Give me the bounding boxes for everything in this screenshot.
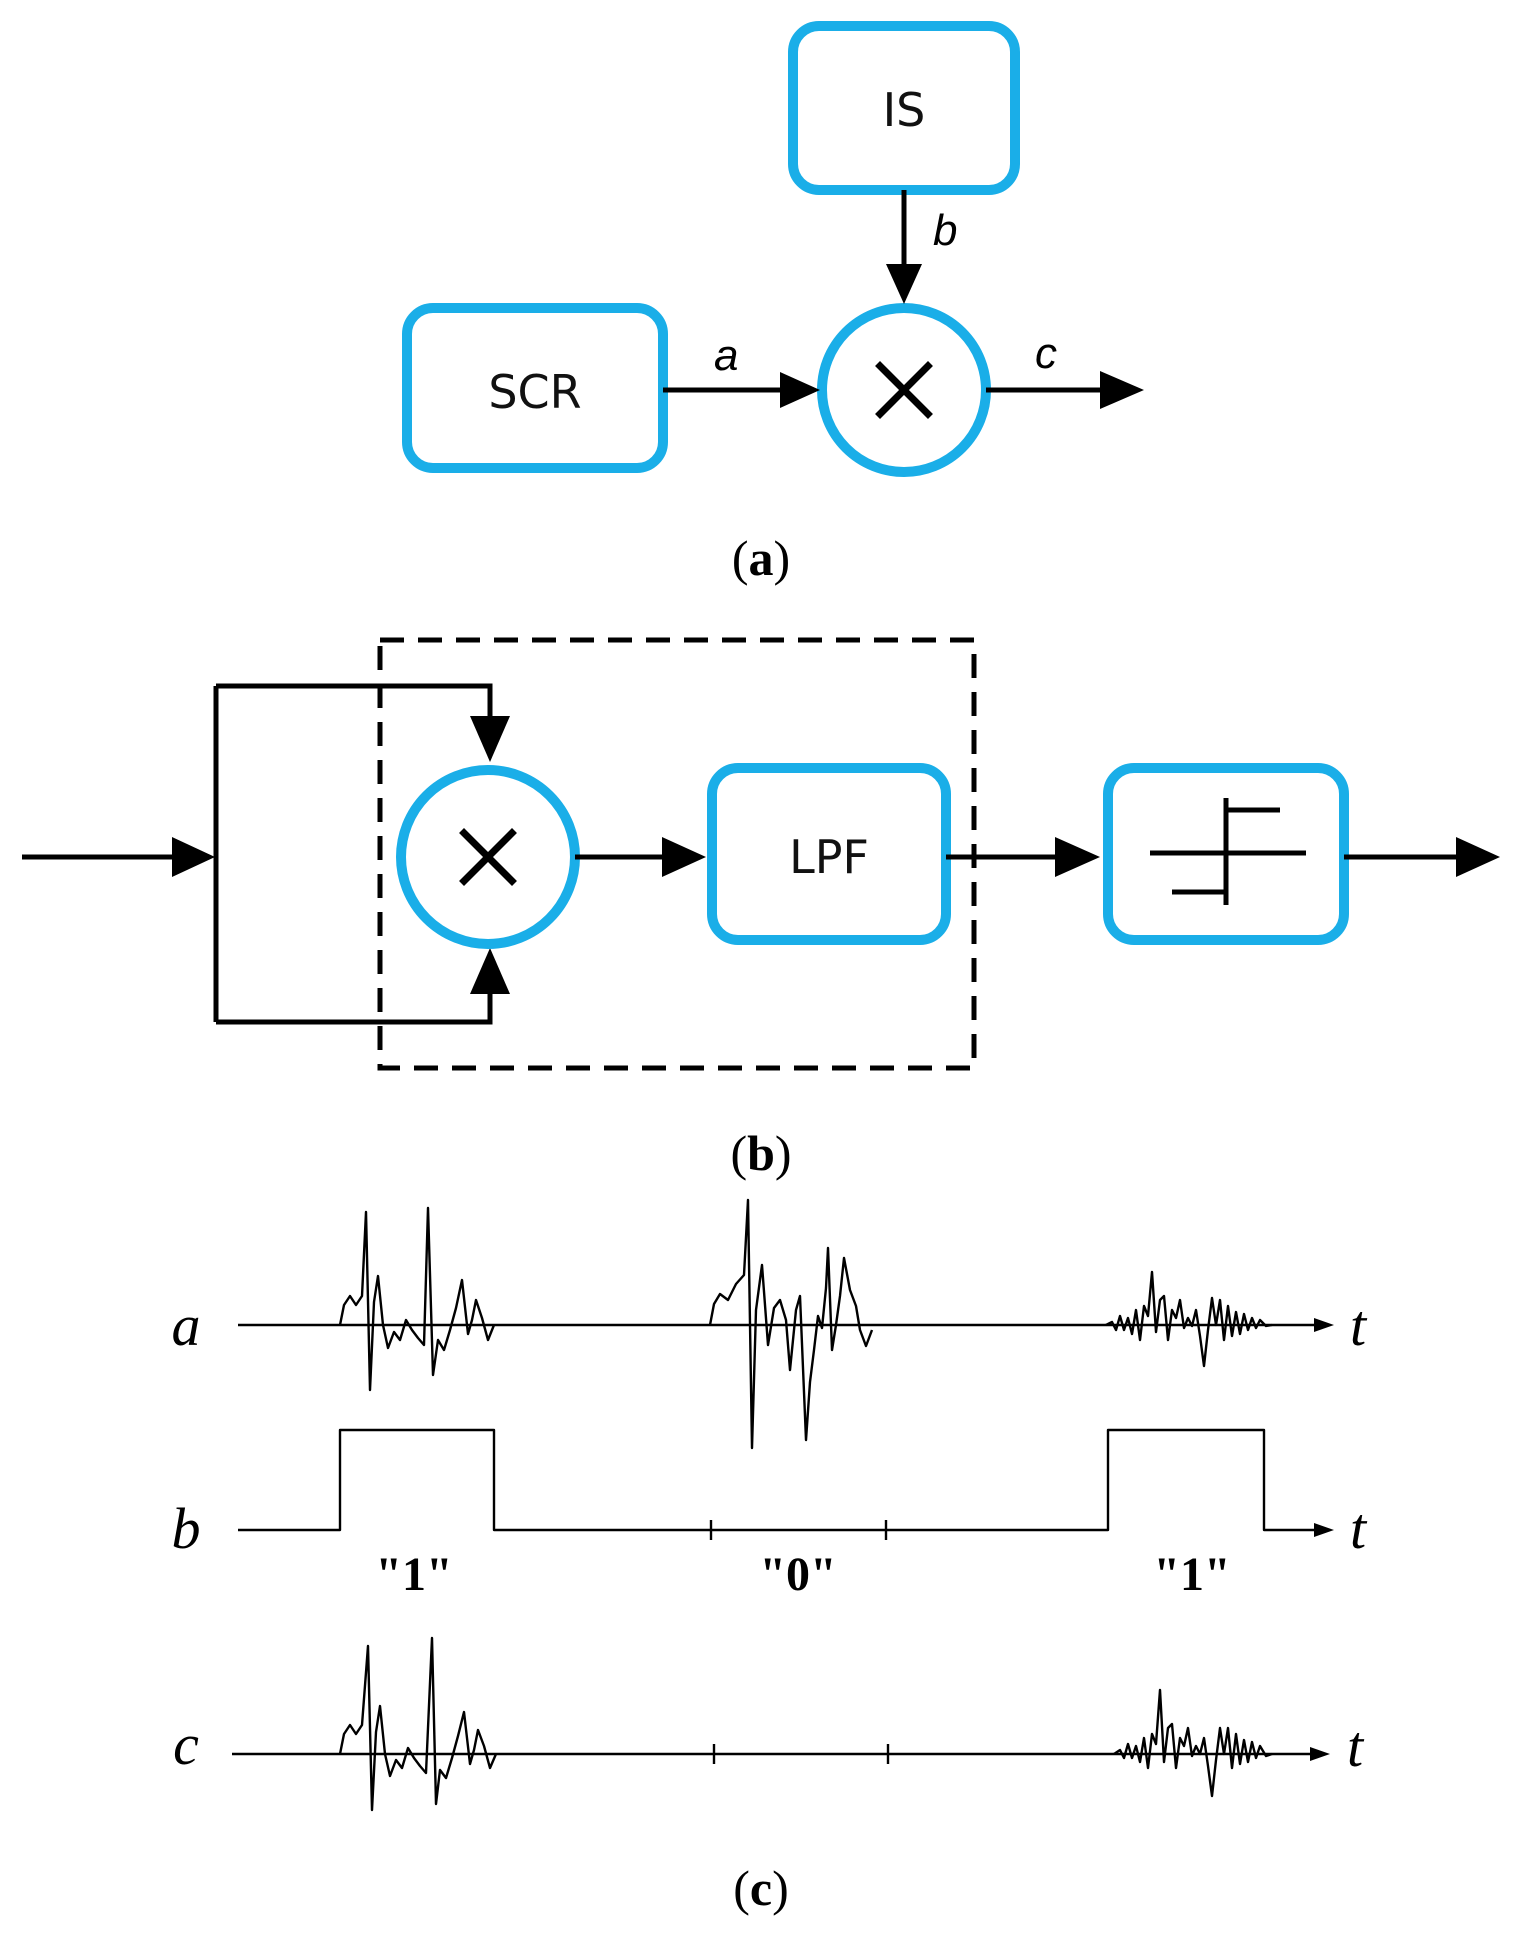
mult-to-lpf-arrowhead [662,837,706,877]
waveform-a-burst-1 [338,1206,496,1392]
multiply-icon [875,361,933,419]
is-block-label: IS [883,83,926,137]
caption-c: (c) [733,1860,789,1916]
multiplier-symbol-b-text: × [0,0,1,1]
waveform-c-burst-1 [338,1636,498,1812]
waveform-a-burst-3 [1105,1270,1273,1368]
gate-signal-b [238,1428,1320,1532]
signal-c-label: c [1035,329,1057,378]
waveform-c-burst-3 [1113,1688,1273,1798]
lpf-to-comparator-arrowhead [1055,837,1100,877]
signal-b-arrowhead [886,264,922,304]
signal-a-label: a [714,331,738,380]
correlator-dashed-box [377,637,977,1071]
row-b-axis-arrowhead [1314,1523,1334,1537]
scr-block-label: SCR [488,365,581,419]
row-c-axis-arrowhead [1310,1747,1330,1761]
caption-a: (a) [732,530,790,586]
bottom-branch-line [216,990,493,1025]
lpf-block [707,763,951,945]
row-b-t-label: t [1350,1496,1368,1561]
waveform-a-burst-2 [708,1198,874,1450]
output-arrowhead [1456,837,1500,877]
multiply-icon [459,828,517,886]
bit-label-0: "0" [759,1548,836,1601]
row-a-t-label: t [1350,1293,1368,1358]
signal-c-arrowhead [1100,371,1144,409]
multiplier-symbol-a-text: × [0,0,1,1]
top-branch-arrowhead [470,716,510,762]
row-a-axis-arrowhead [1314,1318,1334,1332]
threshold-comparator-icon [1150,798,1306,905]
signal-b-label: b [933,206,957,255]
row-c-label: c [173,1712,199,1777]
bit-label-1-first: "1" [375,1548,452,1601]
caption-b: (b) [730,1125,791,1181]
panel-b: LPF (b) [22,637,1500,1181]
row-a-label: a [172,1293,201,1358]
input-arrowhead [172,837,215,877]
panel-c: a b c t t "1" "0" "1" t (c) [172,1198,1368,1916]
signal-a-arrowhead [780,372,820,408]
row-c-t-label: t [1347,1714,1365,1779]
bottom-branch-arrowhead [470,948,510,994]
row-b-label: b [172,1496,201,1561]
panel-a: IS SCR b a c (a) [402,21,1144,586]
bit-label-1-second: "1" [1153,1548,1230,1601]
top-branch-line [216,683,493,720]
lpf-block-label: LPF [789,830,869,884]
